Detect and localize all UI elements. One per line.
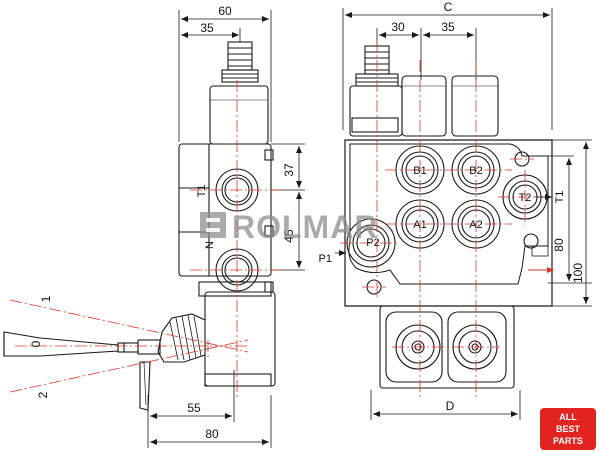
- dim-d: D: [446, 399, 455, 413]
- side-centerlines: [9, 80, 285, 400]
- all-best-parts-badge: ALL BEST PARTS: [540, 408, 596, 450]
- port-b1: B1: [413, 165, 426, 177]
- badge-line-1: ALL: [559, 412, 577, 422]
- dim-c: C: [444, 0, 453, 14]
- port-p2: P2: [366, 237, 379, 249]
- port-n-side: N: [204, 241, 216, 249]
- port-t1-right: T1: [554, 191, 566, 204]
- dim-37: 37: [282, 163, 296, 177]
- front-centerlines: [340, 40, 552, 398]
- dim-80-bottom: 80: [205, 427, 219, 441]
- watermark-text: ROLMAR: [232, 209, 378, 245]
- badge-line-3: PARTS: [553, 436, 583, 446]
- lever-pos-2: 2: [36, 391, 50, 398]
- port-b2: B2: [469, 165, 482, 177]
- port-p1: P1: [319, 253, 332, 265]
- port-a1: A1: [413, 219, 426, 231]
- port-t2: T2: [519, 192, 532, 204]
- dim-80-right: 80: [552, 238, 566, 252]
- lever-pos-0: 0: [29, 340, 43, 347]
- port-t1-side: T1: [196, 185, 208, 198]
- dim-55: 55: [187, 401, 201, 415]
- rolmar-watermark: ROLMAR: [200, 209, 378, 245]
- dim-35-right: 35: [441, 20, 455, 34]
- dim-45: 45: [282, 229, 296, 243]
- dim-35-left: 35: [200, 21, 214, 35]
- lever-pos-1: 1: [39, 295, 53, 302]
- dim-100: 100: [571, 263, 585, 283]
- port-a2: A2: [469, 219, 482, 231]
- badge-line-2: BEST: [556, 424, 581, 434]
- rolmar-logo-icon: [200, 212, 226, 238]
- dim-30: 30: [391, 20, 405, 34]
- dim-60: 60: [218, 4, 232, 18]
